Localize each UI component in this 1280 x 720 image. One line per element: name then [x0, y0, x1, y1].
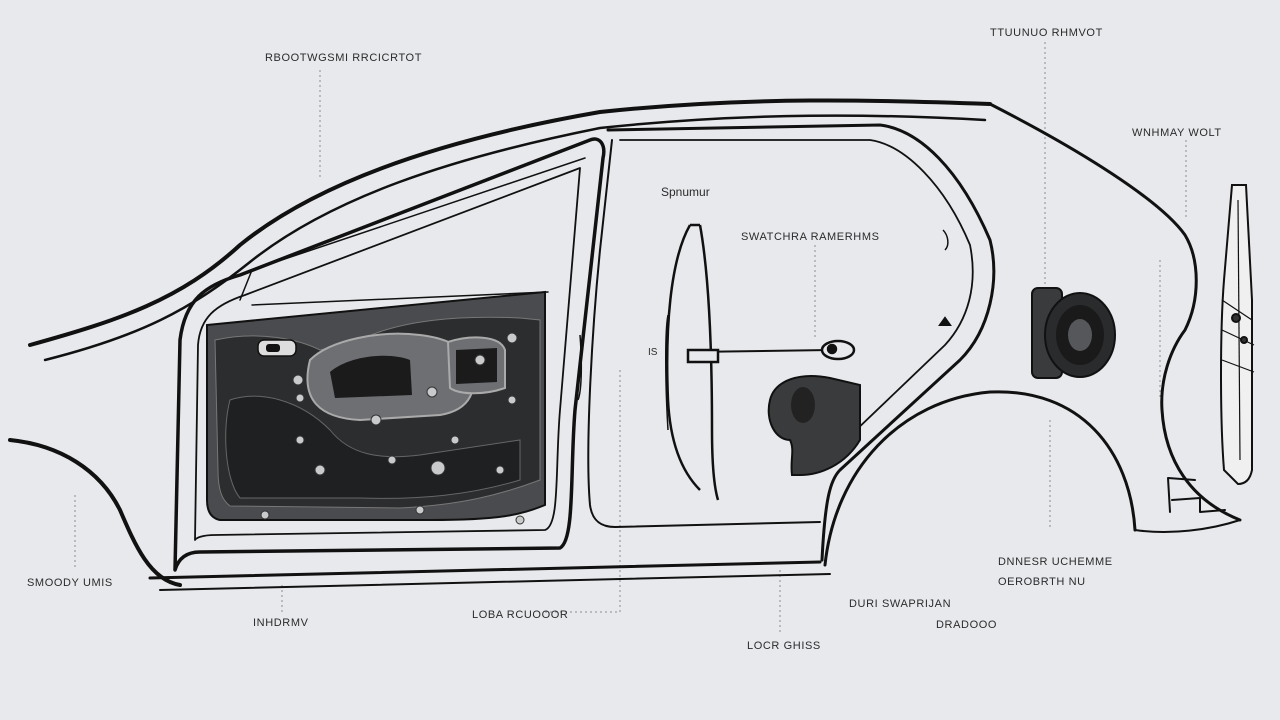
- latch-part: [577, 229, 952, 401]
- tail-part: [1220, 184, 1255, 486]
- label-small-mark: IS: [648, 347, 658, 358]
- label-left-bottom: SMOODY UMIS: [27, 577, 113, 589]
- window-glass-part: [665, 223, 856, 501]
- door-inner-panel: [206, 290, 546, 525]
- speaker-part: [1031, 287, 1116, 379]
- lock-module: [767, 375, 861, 476]
- label-right-bottom-1: DNNESR UCHEMME: [998, 556, 1113, 568]
- label-lock: LOBA RCUOOOR: [472, 609, 569, 621]
- label-switch: SWATCHRA RAMERHMS: [741, 231, 880, 243]
- label-lock-2: LOCR GHISS: [747, 640, 821, 652]
- label-right-bottom-3: DRADOOO: [936, 619, 998, 631]
- label-bottom-mid: DURI SWAPRIJAN: [849, 598, 952, 610]
- car-body: [8, 98, 1242, 591]
- label-right-bottom-2: OEROBRTH NU: [998, 576, 1086, 588]
- leader-lines: [74, 42, 1187, 635]
- label-top-left: RBOOTWGSMI RRCICRTOT: [265, 52, 423, 64]
- label-top-right: TTUUNUO RHMVOT: [990, 27, 1103, 39]
- label-right-upper: WNHMAY WOLT: [1132, 127, 1222, 139]
- label-speaker: Spnumur: [661, 185, 710, 199]
- label-window: INHDRMV: [253, 617, 309, 629]
